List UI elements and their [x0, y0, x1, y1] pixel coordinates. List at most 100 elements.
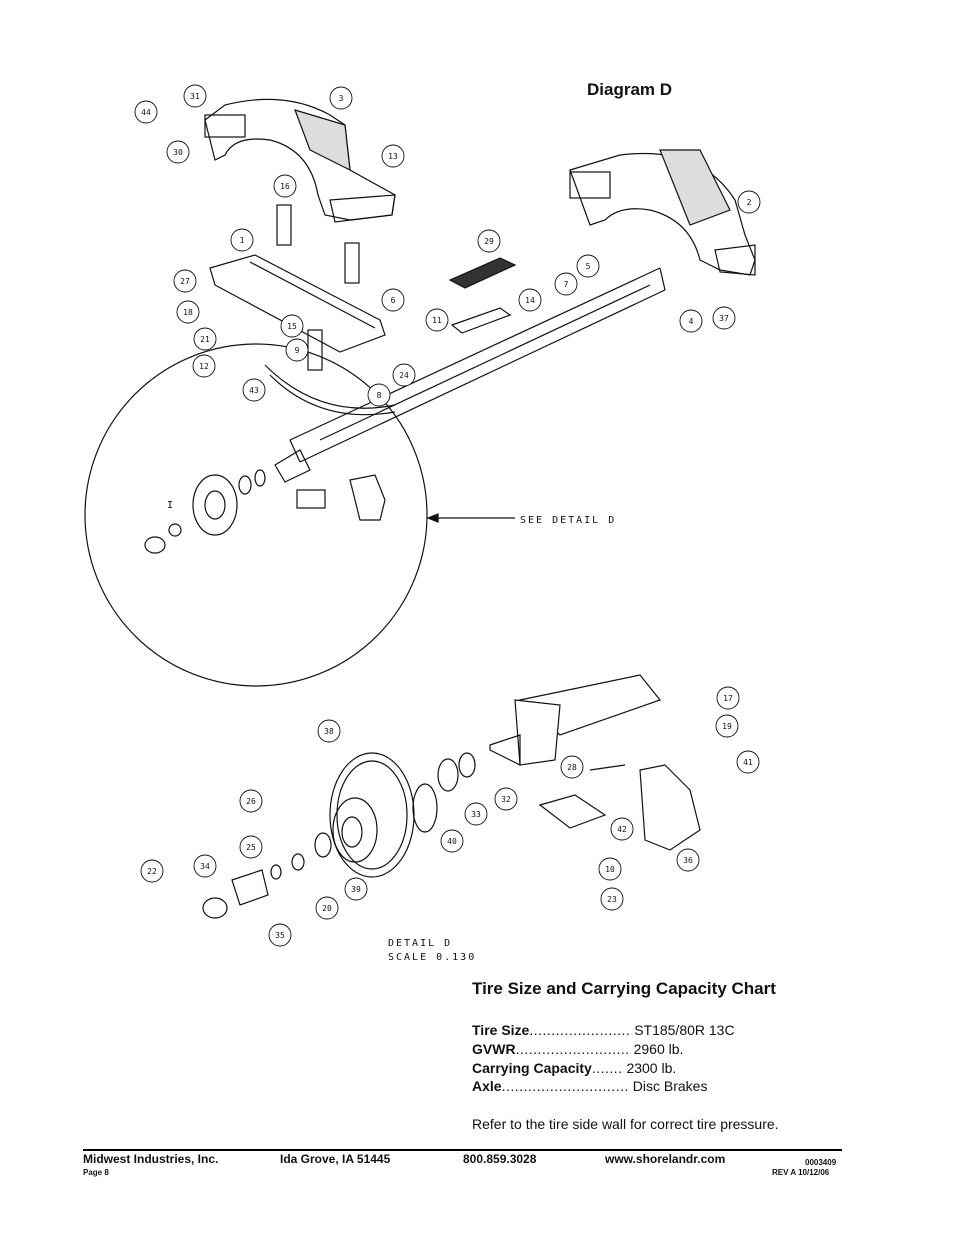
part-balloon-8: 8 — [367, 383, 391, 407]
detail-callout: SEE DETAIL D — [520, 515, 616, 526]
balloon-number: 37 — [719, 314, 729, 323]
part-balloon-29: 29 — [477, 229, 501, 253]
balloon-number: 4 — [689, 317, 694, 326]
balloon-number: 29 — [484, 237, 494, 246]
balloon-number: 42 — [617, 825, 627, 834]
part-balloon-11: 11 — [425, 308, 449, 332]
part-balloon-16: 16 — [273, 174, 297, 198]
spec-label: Carrying Capacity — [472, 1060, 592, 1076]
part-balloon-5: 5 — [576, 254, 600, 278]
balloon-number: 20 — [322, 904, 332, 913]
rotor — [329, 752, 415, 878]
detail-balloon-28: 28 — [560, 755, 584, 779]
balloon-number: 44 — [141, 108, 151, 117]
spec-value: Disc Brakes — [632, 1078, 708, 1094]
detail-circle — [84, 343, 428, 687]
left-fender — [204, 98, 396, 223]
footer-company: Midwest Industries, Inc. — [83, 1152, 219, 1166]
leaf-spring — [264, 364, 396, 409]
part-balloon-31: 31 — [183, 84, 207, 108]
balloon-number: 43 — [249, 386, 259, 395]
detail-balloon-39: 39 — [344, 877, 368, 901]
balloon-number: 14 — [525, 296, 535, 305]
footer-phone: 800.859.3028 — [463, 1152, 537, 1166]
balloon-number: 1 — [240, 236, 245, 245]
spec-value: 2300 lb. — [626, 1060, 677, 1076]
spec-label: GVWR — [472, 1041, 516, 1057]
part-balloon-18: 18 — [176, 300, 200, 324]
right-fender — [569, 149, 756, 276]
balloon-number: 26 — [246, 797, 256, 806]
detail-balloon-35: 35 — [268, 923, 292, 947]
footer-website: www.shorelandr.com — [605, 1152, 726, 1166]
capacity-chart-title: Tire Size and Carrying Capacity Chart — [472, 979, 776, 998]
detail-balloon-22: 22 — [140, 859, 164, 883]
balloon-number: 40 — [447, 837, 457, 846]
spec-row-gvwr: GVWR.......................... 2960 lb. — [472, 1041, 683, 1057]
footer-doc-number: 0003409 — [805, 1158, 837, 1167]
part-balloon-30: 30 — [166, 140, 190, 164]
balloon-number: 23 — [607, 895, 617, 904]
part-balloon-7: 7 — [554, 272, 578, 296]
footer-city: Ida Grove, IA 51445 — [280, 1152, 391, 1166]
part-balloon-37: 37 — [712, 306, 736, 330]
detail-axle — [489, 674, 661, 771]
part-balloon-14: 14 — [518, 288, 542, 312]
part-balloon-15: 15 — [280, 314, 304, 338]
part-balloon-13: 13 — [381, 144, 405, 168]
balloon-number: 21 — [200, 335, 210, 344]
balloon-number: 5 — [586, 262, 591, 271]
spec-row-tire: Tire Size....................... ST185/8… — [472, 1022, 735, 1038]
part-balloon-24: 24 — [392, 363, 416, 387]
spec-value: ST185/80R 13C — [634, 1022, 735, 1038]
balloon-number: 16 — [280, 182, 290, 191]
balloon-number: 15 — [287, 322, 297, 331]
balloon-number: 30 — [173, 148, 183, 157]
detail-balloon-33: 33 — [464, 802, 488, 826]
hub-upper — [144, 449, 311, 554]
detail-balloon-17: 17 — [716, 686, 740, 710]
detail-balloon-32: 32 — [494, 787, 518, 811]
detail-balloon-25: 25 — [239, 835, 263, 859]
tire-pressure-note: Refer to the tire side wall for correct … — [472, 1116, 779, 1132]
balloon-number: 33 — [471, 810, 481, 819]
detail-balloon-36: 36 — [676, 848, 700, 872]
part-balloon-9: 9 — [285, 338, 309, 362]
balloon-number: 10 — [605, 865, 615, 874]
detail-balloon-10: 10 — [598, 857, 622, 881]
detail-balloon-38: 38 — [317, 719, 341, 743]
part-balloon-21: 21 — [193, 327, 217, 351]
part-balloon-44: 44 — [134, 100, 158, 124]
part-balloon-27: 27 — [173, 269, 197, 293]
part-balloon-3: 3 — [329, 86, 353, 110]
balloon-number: 17 — [723, 694, 733, 703]
footer-page-number: Page 8 — [83, 1168, 109, 1177]
detail-letter: I — [167, 500, 173, 511]
balloon-number: 32 — [501, 795, 511, 804]
detail-balloon-26: 26 — [239, 789, 263, 813]
spec-label: Tire Size — [472, 1022, 530, 1038]
balloon-number: 35 — [275, 931, 285, 940]
detail-balloon-23: 23 — [600, 887, 624, 911]
balloon-number: 7 — [564, 280, 569, 289]
balloon-number: 12 — [199, 362, 209, 371]
balloon-number: 18 — [183, 308, 193, 317]
part-balloon-2: 2 — [737, 190, 761, 214]
balloon-number: 19 — [722, 722, 732, 731]
detail-balloon-42: 42 — [610, 817, 634, 841]
balloon-number: 25 — [246, 843, 256, 852]
balloon-number: 36 — [683, 856, 693, 865]
spec-value: 2960 lb. — [633, 1041, 684, 1057]
balloon-number: 9 — [295, 346, 300, 355]
balloon-number: 24 — [399, 371, 409, 380]
balloon-number: 8 — [377, 391, 382, 400]
diagram-title: Diagram D — [587, 80, 673, 99]
detail-balloon-40: 40 — [440, 829, 464, 853]
footer-divider — [83, 1149, 842, 1151]
spec-label: Axle — [472, 1078, 502, 1094]
spring-hanger — [209, 254, 386, 353]
balloon-number: 28 — [567, 763, 577, 772]
spec-row-axle: Axle............................. Disc B… — [472, 1078, 707, 1094]
detail-balloon-34: 34 — [193, 854, 217, 878]
